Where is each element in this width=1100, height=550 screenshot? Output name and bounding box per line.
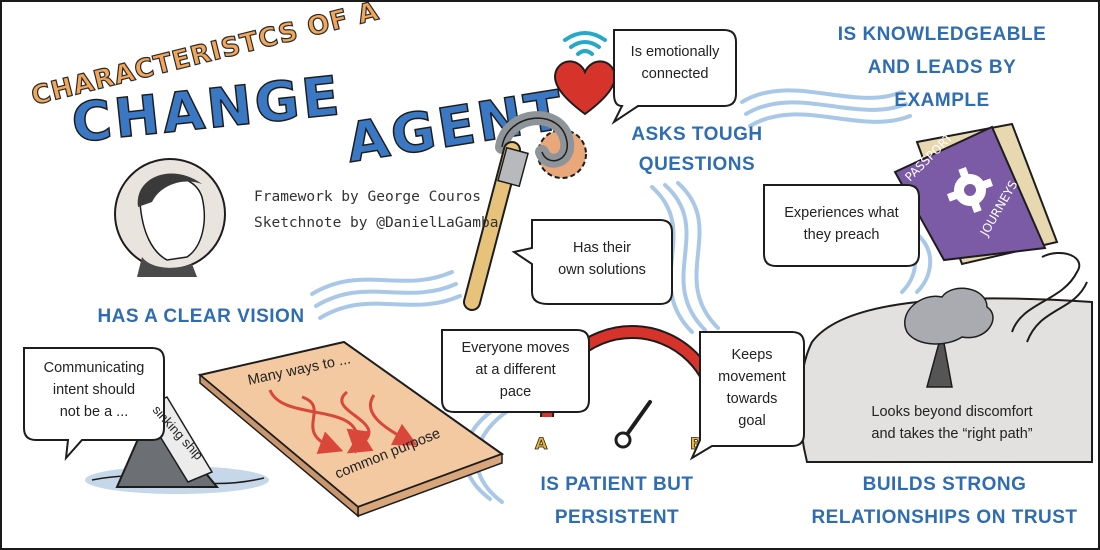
heading-knowledgeable-line3: EXAMPLE (894, 90, 990, 111)
credit-sketchnote: Sketchnote by @DanielLaGamba (254, 215, 499, 231)
bubble-communicating (23, 347, 165, 462)
bubble-communicating-line3: not be a ... (59, 404, 129, 420)
heading-relationships-line1: BUILDS STRONG (862, 474, 1027, 495)
purpose-board (197, 340, 505, 518)
bubble-communicating-line1: Communicating (43, 360, 145, 376)
bubble-solutions-line1: Has their (572, 240, 632, 256)
title-line3: AGENT (342, 78, 569, 175)
discomfort-line1: Looks beyond discomfort (871, 404, 1033, 420)
bubble-movement (689, 331, 805, 461)
passport-icon: PASSPORT JOURNEYS (893, 122, 1059, 266)
heading-relationships-line2: RELATIONSHIPS ON TRUST (811, 507, 1078, 528)
title-art: CHARACTERISTCS OF A CHANGE AGENT (28, 2, 570, 176)
heading-knowledgeable-line1: IS KNOWLEDGEABLE (837, 24, 1047, 45)
bubble-emotional-line1: Is emotionally (630, 44, 720, 60)
bubble-communicating-line2: intent should (52, 382, 136, 398)
bubble-movement-line2: movement (718, 369, 786, 385)
key-icon (463, 111, 587, 311)
bubble-solutions-line2: own solutions (558, 262, 646, 278)
bubble-pace-line2: at a different (475, 362, 556, 378)
wifi-icon (563, 31, 607, 56)
discomfort-line2: and takes the “right path” (871, 426, 1033, 442)
speech-bubbles (23, 29, 920, 462)
bubble-experiences-line2: they preach (803, 227, 880, 243)
heading-tough-questions-line2: QUESTIONS (638, 154, 756, 175)
heading-patient-line1: IS PATIENT BUT (540, 474, 694, 495)
heart-icon (554, 60, 616, 116)
bubble-movement-line1: Keeps (731, 347, 773, 363)
bubble-pace-line1: Everyone moves (461, 340, 570, 356)
bubble-emotional-line2: connected (641, 66, 709, 82)
heading-knowledgeable-line2: AND LEADS BY (867, 57, 1017, 78)
bubble-experiences (763, 184, 920, 267)
bubble-movement-line4: goal (738, 413, 766, 429)
bubble-emotional (611, 29, 737, 125)
bubble-solutions (511, 219, 673, 305)
gauge-label-a: A (535, 434, 548, 453)
bubble-movement-line3: towards (726, 391, 778, 407)
credit-framework: Framework by George Couros (254, 189, 481, 205)
bubble-pace (441, 329, 590, 413)
bubble-experiences-line1: Experiences what (784, 205, 899, 221)
connecting-waves (310, 88, 933, 504)
bubble-pace-line3: pace (499, 384, 532, 400)
heading-tough-questions-line1: ASKS TOUGH (631, 124, 763, 145)
volcano-icon (799, 252, 1093, 463)
gear-icon (947, 167, 993, 213)
heading-patient-line2: PERSISTENT (554, 507, 680, 528)
heading-clear-vision: HAS A CLEAR VISION (97, 306, 305, 327)
portrait-icon (114, 158, 226, 277)
